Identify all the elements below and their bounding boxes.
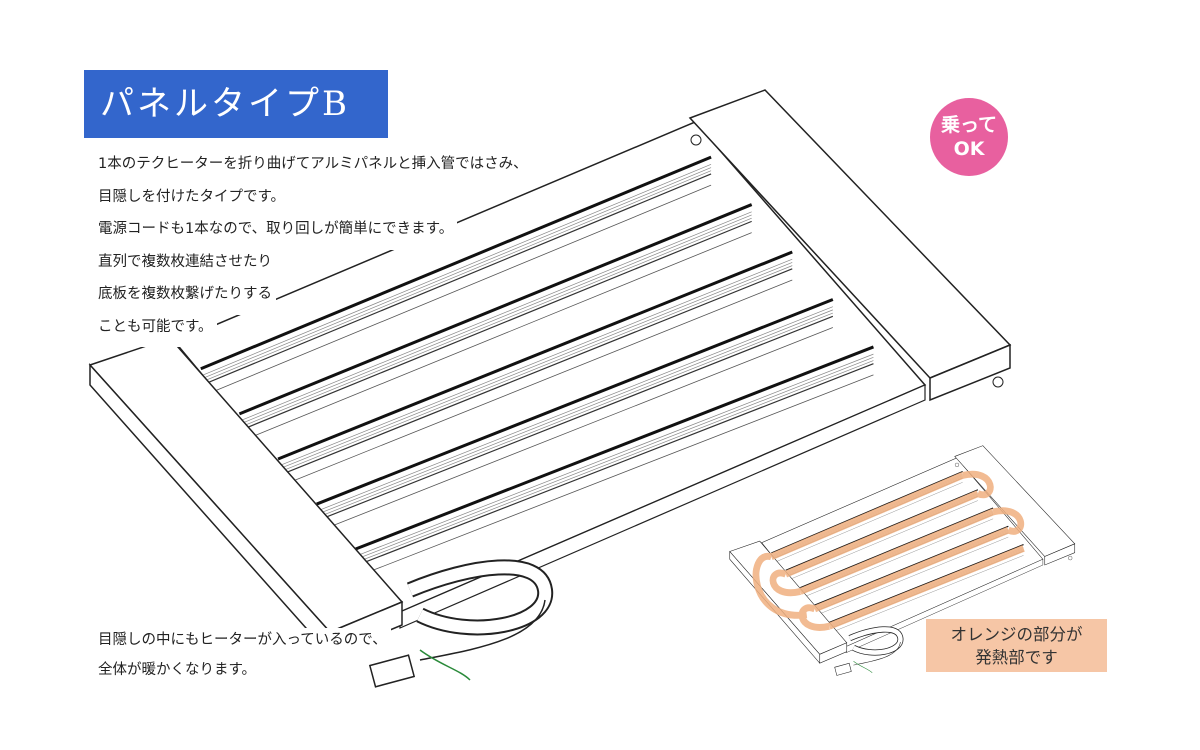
heater-loop xyxy=(769,569,802,597)
label-line-2: 発熱部です xyxy=(975,647,1058,667)
description-line: 直列で複数枚連結させたり xyxy=(98,249,276,282)
slat-line xyxy=(784,490,980,578)
small-panel xyxy=(730,446,1075,676)
note-line: 目隠しの中にもヒーターが入っているので、 xyxy=(98,628,391,658)
slat-line xyxy=(799,508,995,595)
note-line: 全体が暖かくなります。 xyxy=(98,658,261,688)
ride-ok-badge: 乗って OK xyxy=(930,98,1008,176)
page-title: パネルタイプB xyxy=(84,70,388,138)
description-line: 1本のテクヒーターを折り曲げてアルミパネルと挿入管ではさみ、 xyxy=(98,152,532,185)
description-line: 底板を複数枚繋げたりする xyxy=(98,282,276,315)
heating-part-label: オレンジの部分が 発熱部です xyxy=(926,619,1107,672)
description-line: 電源コードも1本なので、取り回しが簡単にできます。 xyxy=(98,217,458,250)
description-line: ことも可能です。 xyxy=(98,314,217,347)
description-line: 目隠しを付けたタイプです。 xyxy=(98,184,290,217)
bottom-note: 目隠しの中にもヒーターが入っているので、 全体が暖かくなります。 xyxy=(98,628,391,688)
heater-loop xyxy=(961,470,994,499)
slat-line xyxy=(770,472,964,561)
badge-line-2: OK xyxy=(953,138,985,160)
slat-line xyxy=(813,526,1010,613)
heating-element-highlight xyxy=(752,470,1025,631)
heater-loop xyxy=(752,552,808,619)
description: 1本のテクヒーターを折り曲げてアルミパネルと挿入管ではさみ、 目隠しを付けたタイ… xyxy=(98,152,532,347)
badge-line-1: 乗って xyxy=(940,114,998,136)
label-line-1: オレンジの部分が xyxy=(950,624,1083,644)
heater-loop xyxy=(992,507,1025,535)
slat-line xyxy=(828,545,1025,630)
